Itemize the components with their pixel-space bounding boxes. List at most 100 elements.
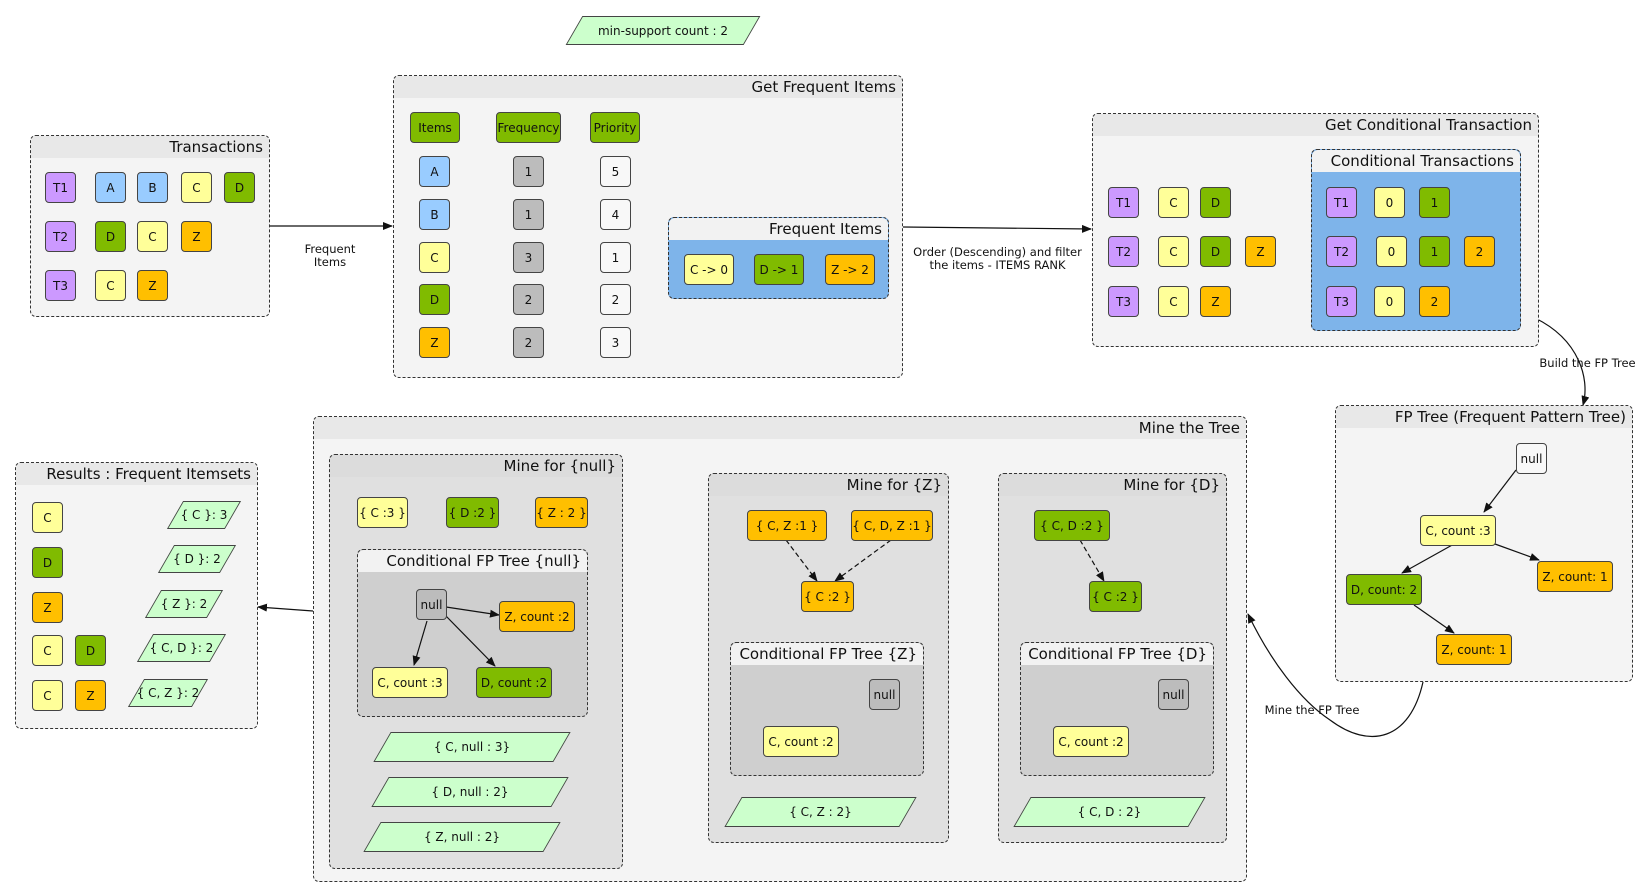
get-frequent-items-group: Get Frequent Items: [393, 75, 903, 378]
column-header-items: Items: [410, 112, 460, 143]
priority-cell: 1: [600, 242, 631, 273]
group-header: [16, 463, 257, 485]
mine-result: { D, null : 2}: [380, 777, 560, 807]
result-label: { Z }: 2: [153, 590, 215, 618]
conditional-fp-tree-null-title: Conditional FP Tree {null}: [386, 552, 581, 570]
cond-node-root: null: [1158, 679, 1189, 710]
transaction-item: C: [1158, 236, 1189, 267]
transaction-item: Z: [137, 270, 168, 301]
conditional-fp-tree-d-title: Conditional FP Tree {D}: [1028, 645, 1207, 663]
mine-item: { C, D :2 }: [1034, 510, 1110, 541]
edge-frequent-to-conditional: [902, 224, 1092, 233]
frequency-cell: 2: [513, 327, 544, 358]
mine-item: { D :2 }: [446, 497, 499, 528]
transaction-item: D: [1200, 187, 1231, 218]
rank-cell: 2: [1464, 236, 1495, 267]
edge-label-build: Build the FP Tree: [1539, 356, 1636, 370]
results-title: Results : Frequent Itemsets: [46, 465, 251, 483]
priority-cell: 3: [600, 327, 631, 358]
item-cell: C: [419, 242, 450, 273]
result-label: { D }: 2: [166, 545, 228, 573]
edge-label-order: Order (Descending) and filter the items …: [913, 245, 1082, 272]
rank-cell: 0: [1374, 187, 1405, 218]
frequency-cell: 2: [513, 284, 544, 315]
transaction-id: T3: [1326, 286, 1357, 317]
cond-node-c: C, count :2: [1053, 726, 1129, 757]
group-header: [394, 76, 902, 98]
transaction-item: Z: [181, 221, 212, 252]
result-label: { C }: 3: [175, 501, 233, 529]
group-header: [999, 474, 1226, 496]
fp-node-z1: Z, count: 1: [1537, 561, 1613, 592]
transaction-id: T1: [1108, 187, 1139, 218]
fp-node-d: D, count: 2: [1346, 574, 1422, 605]
frequency-cell: 3: [513, 242, 544, 273]
priority-cell: 2: [600, 284, 631, 315]
edge-mine-fp-tree: [1247, 613, 1424, 738]
result-item: D: [75, 635, 106, 666]
cond-node-c: C, count :3: [372, 667, 448, 698]
group-header: [31, 136, 269, 158]
transaction-item: A: [95, 172, 126, 203]
result-item: C: [32, 502, 63, 533]
rank-cell: 1: [1419, 187, 1450, 218]
item-cell: B: [419, 199, 450, 230]
transaction-item: C: [95, 270, 126, 301]
transaction-item: Z: [1245, 236, 1276, 267]
mine-result: { C, Z : 2}: [733, 797, 908, 827]
priority-cell: 4: [600, 199, 631, 230]
transaction-id: T1: [45, 172, 76, 203]
edge-label-frequent-items: Frequent Items: [304, 242, 356, 269]
mine-item: { C :3 }: [357, 497, 408, 528]
result-item: D: [32, 547, 63, 578]
transaction-id: T3: [45, 270, 76, 301]
mine-tree-title: Mine the Tree: [1138, 419, 1240, 437]
edge-label-mine: Mine the FP Tree: [1264, 703, 1360, 717]
mine-result: { C, null : 3}: [382, 732, 562, 762]
rank-cell: 1: [1419, 236, 1450, 267]
cond-node-root: null: [416, 589, 447, 620]
transaction-item: D: [224, 172, 255, 203]
item-cell: A: [419, 156, 450, 187]
cond-node-c: C, count :2: [763, 726, 839, 757]
conditional-transactions-title: Conditional Transactions: [1330, 152, 1514, 170]
frequency-cell: 1: [513, 199, 544, 230]
group-header: [314, 417, 1246, 439]
cond-node-d: D, count :2: [476, 667, 552, 698]
transaction-id: T2: [1108, 236, 1139, 267]
item-cell: Z: [419, 327, 450, 358]
rank-cell: 2: [1419, 286, 1450, 317]
result-label: { C, Z }: 2: [136, 679, 200, 707]
mine-item: { C :2 }: [1089, 581, 1142, 612]
transaction-item: C: [1158, 286, 1189, 317]
transaction-item: Z: [1200, 286, 1231, 317]
transaction-id: T2: [1326, 236, 1357, 267]
result-label: { C, D }: 2: [145, 634, 218, 662]
group-header: [1336, 406, 1632, 428]
item-cell: D: [419, 284, 450, 315]
get-frequent-items-title: Get Frequent Items: [751, 78, 896, 96]
fp-node-root: null: [1516, 443, 1547, 474]
transaction-item: C: [137, 221, 168, 252]
mine-item: { C, Z :1 }: [747, 510, 827, 541]
result-item: C: [32, 680, 63, 711]
min-support-label: min-support count : 2: [574, 16, 752, 45]
group-header: [669, 218, 888, 240]
transaction-item: C: [181, 172, 212, 203]
frequent-items-title: Frequent Items: [769, 220, 882, 238]
mine-null-title: Mine for {null}: [503, 457, 616, 475]
frequency-cell: 1: [513, 156, 544, 187]
frequent-item-rank: D -> 1: [754, 254, 804, 285]
transaction-item: D: [1200, 236, 1231, 267]
frequent-item-rank: C -> 0: [684, 254, 734, 285]
result-item: Z: [32, 592, 63, 623]
group-header: [1312, 150, 1520, 172]
result-item: Z: [75, 680, 106, 711]
group-header: [358, 550, 587, 572]
mine-result: { Z, null : 2}: [372, 822, 552, 852]
frequent-item-rank: Z -> 2: [825, 254, 875, 285]
